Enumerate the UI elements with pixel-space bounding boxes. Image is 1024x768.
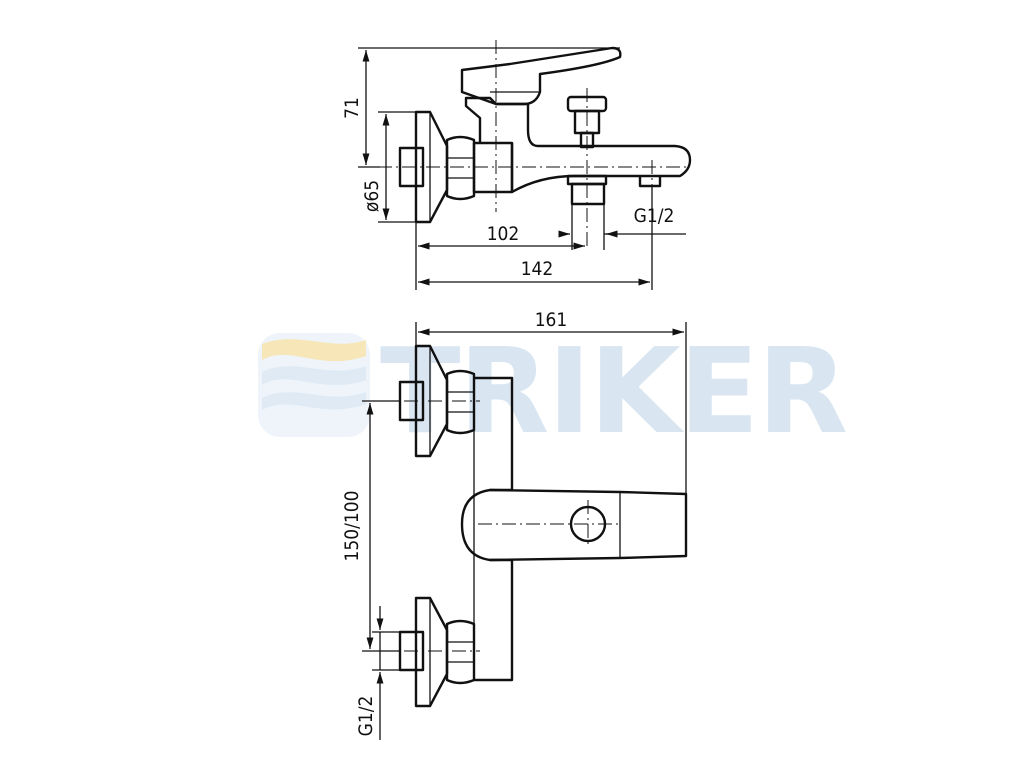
handle-lever: [460, 46, 622, 106]
side-view: 71 ø65 102 G1/2 142: [341, 40, 692, 290]
faucet-body: [464, 96, 692, 194]
front-view: 161 150/100 G1/2: [341, 309, 688, 740]
dim-diameter-65: ø65: [361, 180, 383, 212]
wall-inlet: [398, 146, 425, 188]
dim-length-142: 142: [521, 258, 554, 280]
dim-thread-bottom: G1/2: [355, 696, 377, 737]
lower-hex-nut: [445, 619, 476, 685]
dim-spacing: 150/100: [341, 491, 363, 562]
dim-thread-side: G1/2: [634, 205, 675, 227]
lower-flange: [414, 596, 449, 708]
spout-tip: [638, 176, 662, 188]
dim-height-71: 71: [341, 97, 363, 119]
watermark: TRIKER: [258, 322, 848, 460]
handle-top-view: [489, 488, 688, 562]
body-column: [460, 376, 514, 682]
hex-nut: [445, 135, 476, 201]
watermark-text: TRIKER: [380, 322, 846, 460]
dim-width-161: 161: [535, 309, 568, 331]
watermark-logo-icon: [258, 333, 370, 437]
dim-length-102: 102: [487, 223, 520, 245]
